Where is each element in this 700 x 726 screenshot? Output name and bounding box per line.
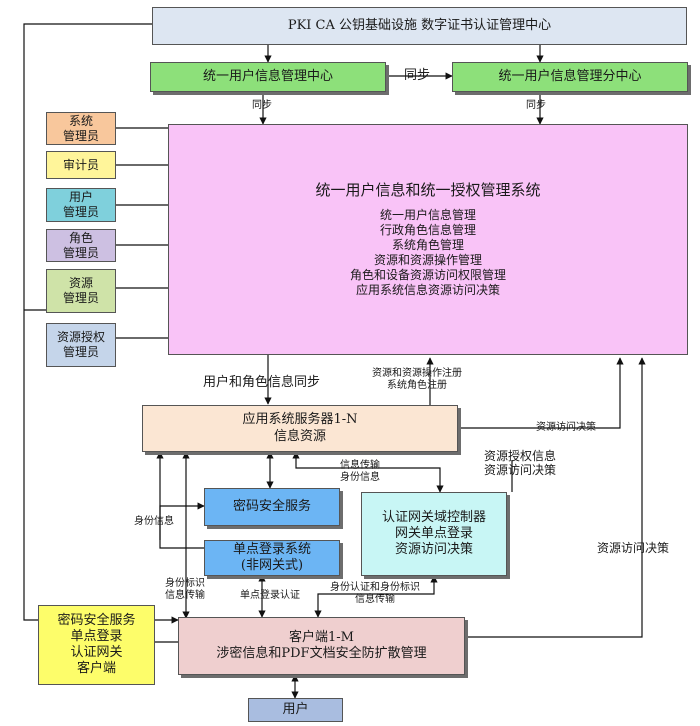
main-line-6: 应用系统信息资源访问决策 [355, 282, 500, 297]
label-auth-info: 资源授权信息 资源访问决策 [484, 449, 556, 478]
sso-line1: 单点登录系统 [232, 541, 311, 557]
user: 用户 [248, 698, 343, 722]
role-user-admin: 用户 管理员 [46, 188, 116, 222]
label-id-auth-line2: 信息传输 [355, 594, 395, 605]
auth-gateway: 认证网关域控制器 网关单点登录 资源访问决策 [361, 492, 507, 576]
client-side-services: 密码安全服务 单点登录 认证网关 客户端 [38, 605, 155, 685]
unified-auth-system: 统一用户信息和统一授权管理系统 统一用户信息管理 行政角色信息管理 系统角色管理… [168, 124, 688, 355]
label-id-auth: 身份认证和身份标识 信息传输 [330, 582, 420, 606]
role-resource-admin-line2: 管理员 [62, 291, 99, 305]
label-sso-auth: 单点登录认证 [240, 590, 300, 601]
label-id-mark-line1: 身份标识 [165, 578, 205, 589]
label-info-trans: 信息传输 身份信息 [340, 460, 380, 484]
label-decision-2: 资源访问决策 [597, 541, 670, 555]
client: 客户端1-M 涉密信息和PDF文档安全防扩散管理 [178, 617, 465, 675]
user-info-center-label: 统一用户信息管理中心 [202, 68, 333, 84]
label-info-trans-line1: 信息传输 [340, 460, 380, 471]
label-info-trans-line2: 身份信息 [340, 472, 380, 483]
gateway-line3: 资源访问决策 [394, 542, 473, 558]
role-auditor: 审计员 [46, 151, 116, 179]
user-info-subcenter: 统一用户信息管理分中心 [452, 62, 688, 92]
role-role-admin-line2: 管理员 [62, 245, 99, 260]
role-system-admin-line2: 管理员 [62, 128, 99, 143]
role-role-admin: 角色 管理员 [46, 229, 116, 262]
role-resource-auth-admin-line2: 管理员 [62, 345, 99, 359]
client-side-line3: 认证网关 [70, 645, 123, 660]
crypto-service-label: 密码安全服务 [232, 498, 311, 514]
client-side-line2: 单点登录 [70, 628, 123, 644]
client-side-line4: 客户端 [76, 661, 116, 677]
sso-line2: (非网关式) [240, 558, 304, 573]
main-line-4: 资源和资源操作管理 [373, 252, 482, 267]
role-system-admin-line1: 系统 [68, 113, 93, 128]
label-id-mark: 身份标识 信息传输 [165, 578, 205, 602]
label-sync-1: 同步 [404, 68, 431, 83]
role-user-admin-line1: 用户 [68, 190, 93, 204]
app-server: 应用系统服务器1-N 信息资源 [142, 405, 458, 452]
client-side-line1: 密码安全服务 [57, 612, 136, 628]
main-line-2: 行政角色信息管理 [379, 222, 476, 237]
role-resource-auth-admin-line1: 资源授权 [56, 330, 105, 344]
client-line1: 客户端1-M [289, 629, 354, 645]
user-label: 用户 [282, 701, 309, 717]
gateway-line1: 认证网关域控制器 [381, 509, 486, 525]
main-line-1: 统一用户信息管理 [379, 207, 476, 222]
role-user-admin-line2: 管理员 [62, 205, 99, 219]
app-server-line1: 应用系统服务器1-N [242, 412, 358, 428]
role-auditor-line1: 审计员 [62, 157, 99, 172]
role-resource-auth-admin: 资源授权 管理员 [46, 323, 116, 367]
main-title: 统一用户信息和统一授权管理系统 [315, 181, 541, 200]
main-line-5: 角色和设备资源访问权限管理 [349, 267, 506, 282]
gateway-line2: 网关单点登录 [394, 525, 473, 541]
role-resource-admin-line1: 资源 [68, 276, 93, 290]
label-registration: 资源和资源操作注册 系统角色注册 [372, 368, 462, 392]
label-auth-info-line1: 资源授权信息 [484, 449, 557, 463]
label-decision-1: 资源访问决策 [536, 422, 596, 433]
main-line-3: 系统角色管理 [391, 237, 464, 252]
pki-ca-label: PKI CA 公钥基础设施 数字证书认证管理中心 [287, 17, 552, 33]
label-id-auth-line1: 身份认证和身份标识 [330, 582, 420, 593]
role-system-admin: 系统 管理员 [46, 112, 116, 145]
label-sync-3: 同步 [526, 100, 546, 111]
role-resource-admin: 资源 管理员 [46, 269, 116, 313]
label-id-mark-line2: 信息传输 [165, 590, 205, 601]
label-id-info: 身份信息 [134, 516, 174, 527]
crypto-service: 密码安全服务 [204, 488, 340, 526]
label-user-role-sync: 用户和角色信息同步 [203, 375, 321, 390]
label-registration-line1: 资源和资源操作注册 [372, 368, 462, 379]
app-server-line2: 信息资源 [273, 428, 326, 444]
pki-ca-center: PKI CA 公钥基础设施 数字证书认证管理中心 [152, 7, 687, 45]
user-info-subcenter-label: 统一用户信息管理分中心 [498, 68, 642, 84]
user-info-center: 统一用户信息管理中心 [150, 62, 386, 92]
role-role-admin-line1: 角色 [68, 230, 93, 245]
label-registration-line2: 系统角色注册 [387, 380, 447, 391]
sso-system: 单点登录系统 (非网关式) [204, 540, 340, 576]
client-line2: 涉密信息和PDF文档安全防扩散管理 [216, 646, 427, 661]
label-sync-2: 同步 [252, 100, 272, 111]
label-auth-info-line2: 资源访问决策 [484, 463, 557, 478]
